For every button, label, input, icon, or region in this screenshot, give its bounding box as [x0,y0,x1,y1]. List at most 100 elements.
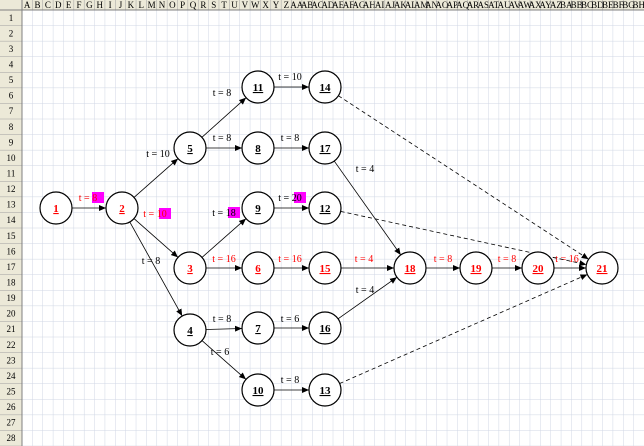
edge-4-7[interactable]: t = 8 [205,314,243,332]
row-header-2[interactable]: 2 [9,28,14,38]
edge-20-21[interactable]: t = 16 [554,254,586,271]
column-header-A[interactable]: A [24,0,31,10]
row-header-12[interactable]: 12 [7,184,16,194]
column-header-E[interactable]: E [66,0,72,10]
row-header-1[interactable]: 1 [9,13,14,23]
column-header-BE[interactable]: BE [602,0,614,10]
column-header-AJ[interactable]: AJ [385,0,395,10]
column-header-AT[interactable]: AT [488,0,500,10]
node-21[interactable]: 21 [585,251,619,285]
column-header-M[interactable]: M [148,0,156,10]
row-header-4[interactable]: 4 [9,60,14,70]
edge-9-12[interactable]: t = 20 [274,192,309,211]
edge-2-4[interactable]: t = 8 [129,221,183,317]
column-header-AD[interactable]: AD [321,0,334,10]
row-header-23[interactable]: 23 [7,355,17,365]
node-17[interactable]: 17 [308,131,342,165]
node-5[interactable]: 5 [173,131,207,165]
column-header-T[interactable]: T [221,0,227,10]
column-header-C[interactable]: C [45,0,51,10]
node-7[interactable]: 7 [241,311,275,345]
column-header-AE[interactable]: AE [332,0,344,10]
column-header-AG[interactable]: AG [352,0,365,10]
column-header-AA[interactable]: AA [290,0,303,10]
column-header-AL[interactable]: AL [405,0,417,10]
edge-4-10[interactable]: t = 6 [201,340,247,380]
column-header-I[interactable]: I [109,0,112,10]
node-15[interactable]: 15 [308,251,342,285]
column-header-P[interactable]: P [180,0,185,10]
node-3[interactable]: 3 [173,251,207,285]
edge-14-21[interactable] [338,95,589,260]
edge-3-9[interactable]: t = 18 [201,207,247,258]
column-header-V[interactable]: V [242,0,249,10]
node-14[interactable]: 14 [308,70,342,104]
column-header-O[interactable]: O [169,0,176,10]
column-header-AR[interactable]: AR [467,0,480,10]
column-header-AO[interactable]: AO [435,0,448,10]
node-11[interactable]: 11 [241,70,275,104]
column-header-BA[interactable]: BA [560,0,573,10]
row-header-16[interactable]: 16 [7,246,17,256]
row-header-9[interactable]: 9 [9,137,14,147]
column-header-AH[interactable]: AH [363,0,376,10]
edge-5-8[interactable]: t = 8 [206,133,242,151]
row-header-10[interactable]: 10 [7,153,17,163]
column-header-J[interactable]: J [119,0,123,10]
node-10[interactable]: 10 [241,373,275,407]
column-header-AZ[interactable]: AZ [550,0,562,10]
row-header-17[interactable]: 17 [7,262,17,272]
column-header-L[interactable]: L [138,0,144,10]
edge-5-11[interactable]: t = 8 [201,88,247,138]
column-header-B[interactable]: B [35,0,41,10]
row-header-20[interactable]: 20 [7,309,17,319]
column-header-AP[interactable]: AP [446,0,458,10]
row-header-14[interactable]: 14 [7,215,17,225]
node-20[interactable]: 20 [521,251,555,285]
node-18[interactable]: 18 [393,251,427,285]
node-19[interactable]: 19 [459,251,493,285]
row-header-15[interactable]: 15 [7,231,17,241]
column-header-H[interactable]: H [97,0,104,10]
node-12[interactable]: 12 [308,191,342,225]
edge-16-18[interactable]: t = 4 [337,276,398,320]
column-header-U[interactable]: U [231,0,238,10]
column-header-N[interactable]: N [159,0,166,10]
row-header-26[interactable]: 26 [7,402,17,412]
column-header-BB[interactable]: BB [571,0,583,10]
node-4[interactable]: 4 [173,313,207,347]
column-header-AS[interactable]: AS [478,0,490,10]
column-header-Y[interactable]: Y [273,0,280,10]
row-header-21[interactable]: 21 [7,324,16,334]
edge-10-13[interactable]: t = 8 [274,375,309,393]
column-header-W[interactable]: W [251,0,260,10]
column-header-AK[interactable]: AK [394,0,407,10]
column-header-AC[interactable]: AC [311,0,324,10]
row-header-24[interactable]: 24 [7,371,17,381]
row-header-11[interactable]: 11 [7,169,16,179]
edge-19-20[interactable]: t = 8 [492,254,522,271]
row-header-7[interactable]: 7 [9,106,14,116]
edge-2-3[interactable]: t = 10 [133,208,179,258]
row-header-22[interactable]: 22 [7,340,16,350]
node-6[interactable]: 6 [241,251,275,285]
column-header-G[interactable]: G [86,0,93,10]
column-header-AI[interactable]: AI [375,0,385,10]
column-header-K[interactable]: K [128,0,135,10]
column-header-BD[interactable]: BD [591,0,604,10]
column-header-AM[interactable]: AM [414,0,429,10]
column-header-AX[interactable]: AX [529,0,542,10]
column-header-Z[interactable]: Z [284,0,290,10]
edge-13-21[interactable] [339,274,588,384]
column-header-AV[interactable]: AV [508,0,520,10]
column-header-R[interactable]: R [200,0,206,10]
row-header-18[interactable]: 18 [7,278,17,288]
row-header-27[interactable]: 27 [7,418,17,428]
column-header-BF[interactable]: BF [613,0,624,10]
column-header-F[interactable]: F [77,0,82,10]
row-header-6[interactable]: 6 [9,91,14,101]
edge-11-14[interactable]: t = 10 [274,72,309,90]
column-header-AN[interactable]: AN [425,0,438,10]
column-header-X[interactable]: X [262,0,269,10]
edge-15-18[interactable]: t = 4 [341,254,394,271]
